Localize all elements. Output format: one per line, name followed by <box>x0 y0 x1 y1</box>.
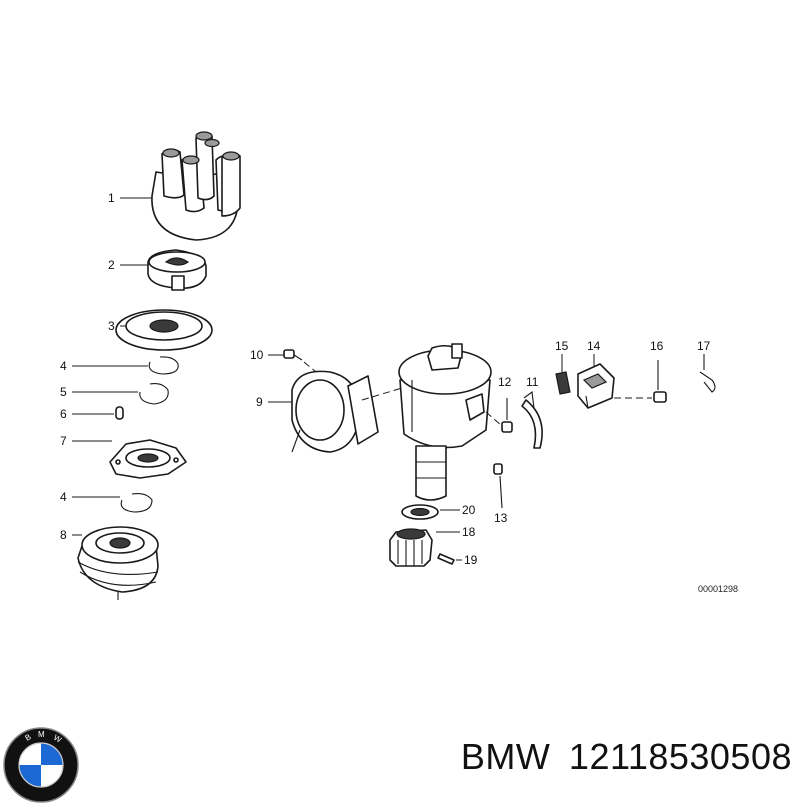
logo-letter-b: B <box>24 732 33 742</box>
snap-ring-lower <box>120 493 153 513</box>
callout-11: 11 <box>526 375 539 389</box>
callout-9: 9 <box>256 395 263 409</box>
exploded-parts-diagram: 1 2 3 4 5 6 7 4 <box>60 131 738 600</box>
part-number: 12118530508 <box>568 736 792 777</box>
screw-13 <box>493 463 503 509</box>
roll-pin <box>437 553 455 565</box>
pin <box>115 406 124 420</box>
trigger-plate <box>109 439 187 479</box>
callout-15: 15 <box>555 339 569 353</box>
vacuum-unit <box>291 370 379 453</box>
bolt-12 <box>501 398 513 433</box>
callout-8: 8 <box>60 528 67 542</box>
callout-12: 12 <box>498 375 512 389</box>
plate-15 <box>555 371 571 395</box>
callout-1: 1 <box>108 191 115 205</box>
dust-shield <box>115 309 213 351</box>
snap-ring-upper <box>148 356 179 375</box>
callout-20: 20 <box>462 503 476 517</box>
ignition-module <box>577 363 615 409</box>
bmw-roundel-icon: B M W <box>3 727 79 803</box>
callout-19: 19 <box>464 553 478 567</box>
callout-10: 10 <box>250 348 264 362</box>
callout-13: 13 <box>494 511 508 525</box>
callout-2: 2 <box>108 258 115 272</box>
washer <box>401 504 439 520</box>
brand-name: BMW <box>460 736 551 777</box>
callout-5: 5 <box>60 385 67 399</box>
spring-clip <box>521 390 543 449</box>
callout-14: 14 <box>587 339 601 353</box>
distributor-housing <box>398 343 492 501</box>
drive-gear <box>389 528 433 567</box>
callout-3: 3 <box>108 319 115 333</box>
footer: B M W BMW 12118530508 <box>0 700 800 803</box>
distributor-cap <box>151 131 241 241</box>
callout-4a: 4 <box>60 359 67 373</box>
callout-7: 7 <box>60 434 67 448</box>
clip-ring <box>139 383 169 405</box>
callout-6: 6 <box>60 407 67 421</box>
part-caption: BMW 12118530508 <box>461 736 792 778</box>
logo-letter-m: M <box>38 730 45 739</box>
callout-17: 17 <box>697 339 711 353</box>
callout-4b: 4 <box>60 490 67 504</box>
hook-clip <box>699 354 716 393</box>
rotor <box>147 249 207 291</box>
callout-18: 18 <box>462 525 476 539</box>
screw-16 <box>653 360 667 403</box>
screw-10 <box>283 349 303 361</box>
drawing-reference: 00001298 <box>698 584 738 594</box>
callout-16: 16 <box>650 339 664 353</box>
logo-letter-w: W <box>52 733 63 745</box>
distributor-base <box>77 526 159 600</box>
